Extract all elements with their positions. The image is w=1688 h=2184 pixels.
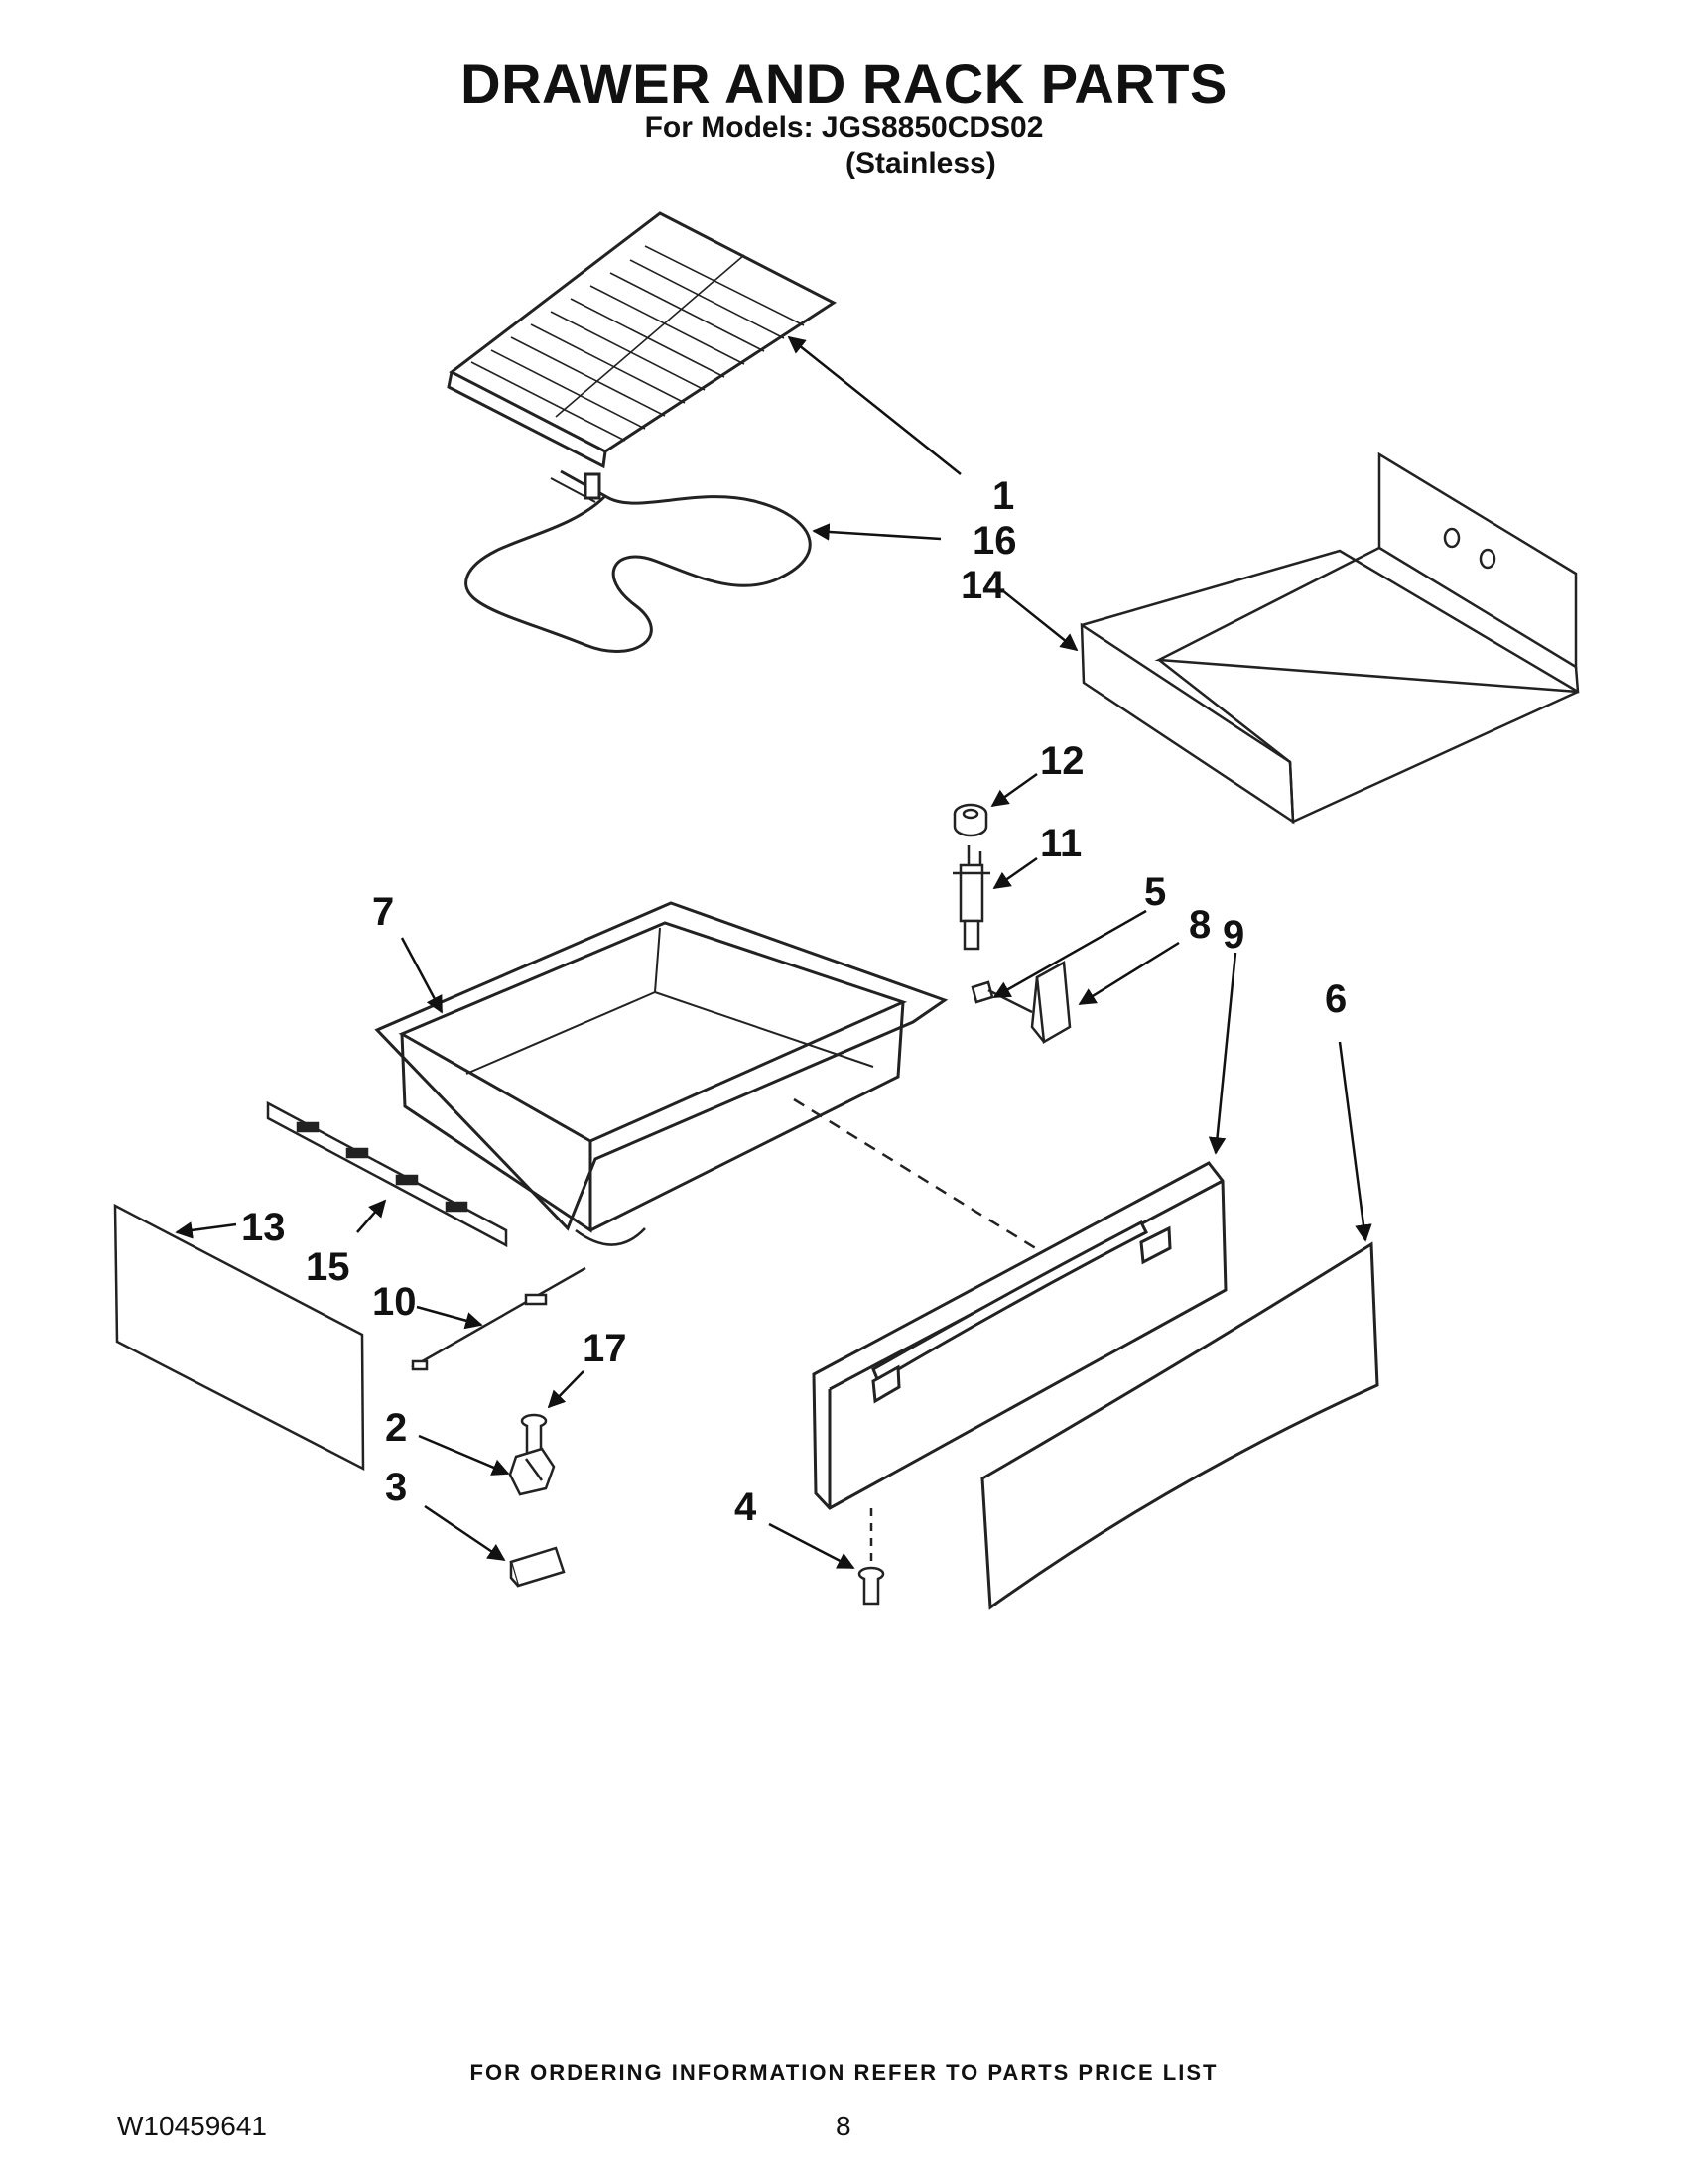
- callout-4: 4: [734, 1485, 757, 1529]
- model-line: For Models: JGS8850CDS02: [644, 111, 1044, 144]
- callout-7: 7: [372, 890, 394, 934]
- callout-6: 6: [1325, 977, 1347, 1021]
- wire-harness-part: [411, 1266, 586, 1371]
- screw-part-5: [971, 980, 1033, 1014]
- document-number: W10459641: [117, 2111, 268, 2141]
- callout-16: 16: [973, 519, 1017, 563]
- callout-3: 3: [385, 1466, 407, 1509]
- callout-2: 2: [385, 1406, 407, 1450]
- callout-12: 12: [1040, 739, 1085, 783]
- sensor-part: [953, 845, 990, 951]
- slide-rail-part: [266, 1100, 508, 1248]
- front-panel-part: [980, 1241, 1379, 1610]
- alignment-line: [793, 1097, 1043, 1254]
- model-variant: (Stainless): [845, 147, 996, 180]
- pad-part: [509, 1546, 566, 1588]
- back-panel-part: [113, 1203, 365, 1472]
- callout-13: 13: [241, 1206, 286, 1249]
- callout-5: 5: [1144, 870, 1166, 914]
- callout-15: 15: [306, 1245, 350, 1289]
- nut-part: [953, 803, 988, 837]
- callout-9: 9: [1223, 913, 1244, 957]
- callout-11: 11: [1040, 822, 1082, 865]
- ordering-note: FOR ORDERING INFORMATION REFER TO PARTS …: [469, 2060, 1219, 2085]
- bracket-part: [1030, 960, 1072, 1045]
- screw-part-4: [857, 1566, 885, 1606]
- callout-8: 8: [1189, 903, 1211, 947]
- cap-nut-part: [508, 1447, 556, 1496]
- leader-arrows: [175, 335, 1372, 1570]
- drawer-support-pan-part: [1080, 451, 1580, 825]
- drawer-pan-part: [374, 901, 949, 1246]
- page-title: DRAWER AND RACK PARTS: [460, 53, 1228, 115]
- oven-rack-part: [447, 211, 837, 469]
- callout-1: 1: [992, 474, 1014, 518]
- callout-10: 10: [372, 1280, 417, 1324]
- page-number: 8: [836, 2111, 851, 2141]
- bake-element-part: [464, 469, 812, 653]
- callout-17: 17: [583, 1327, 627, 1370]
- drawer-front-part: [812, 1161, 1228, 1563]
- callout-14: 14: [961, 564, 1005, 607]
